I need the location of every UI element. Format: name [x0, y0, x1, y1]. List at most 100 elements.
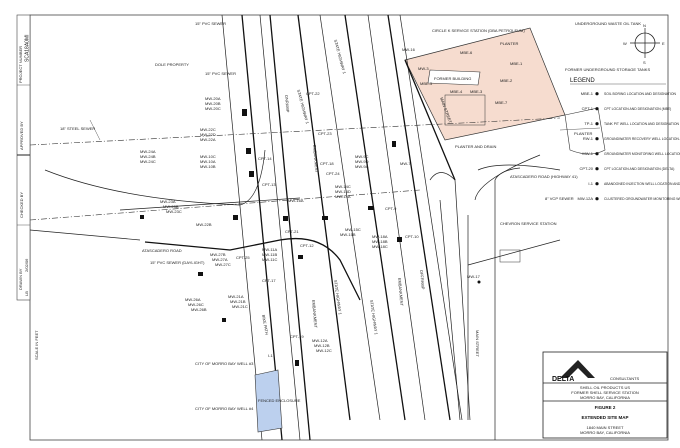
cpt-label: CPT-24 [326, 171, 340, 176]
project-number-label: PROJECT NUMBER [18, 46, 23, 83]
chevron-building [499, 249, 521, 263]
well-label: MW-10A [200, 159, 216, 164]
well-label: MW-20B [205, 101, 221, 106]
well-label: MW-21B [230, 299, 246, 304]
well-label: MW-23A [160, 199, 176, 204]
legend-description: ABANDONED INJECTION WELL LOCATION AND DE… [604, 182, 680, 186]
cpt-label: CPT-13 [262, 182, 276, 187]
road-centerline-lower [29, 189, 421, 221]
legend-description: CPT LOCATION AND DESIGNATION (MBE) [604, 107, 671, 111]
well-label: MW-22A [200, 137, 216, 142]
well-label: MW-22B [196, 222, 212, 227]
well-label: MW-14D [335, 189, 351, 194]
well-label: MW-12C [316, 348, 332, 353]
well-label: MW-16 [402, 47, 416, 52]
steel-sewer-label: 18" STEEL SEWER [60, 126, 95, 131]
legend-title: LEGEND [570, 78, 595, 84]
pvc-sewer-mid-label: 15" PVC SEWER [205, 71, 236, 76]
cpt-label: CPT-17 [262, 278, 276, 283]
fenced-enclosure [254, 369, 283, 433]
compass-e: E [662, 41, 665, 46]
scale-label: SCALE IN FEET [34, 330, 39, 360]
legend-description: TANK PIT WELL LOCATION AND DESIGNATION [604, 122, 680, 126]
boring-label: MBE-5 [420, 81, 433, 86]
legend-symbol-icon [595, 92, 599, 96]
legend-symbol-icon [595, 122, 599, 126]
former-building-label: FORMER BUILDING [434, 76, 471, 81]
legend-description: CLUSTERED GROUNDWATER MONITORING WELL TO… [604, 197, 680, 201]
company-name: DELTA [552, 376, 574, 383]
cpt-label: CPT-9 [385, 206, 397, 211]
well-labels: MW-20A MW-20B MW-20C MW-22C MW-22D MW-22… [140, 47, 523, 366]
approved-by-label: APPROVED BY [19, 121, 24, 150]
well-label: MW-9A [355, 164, 369, 169]
well-label: MW-18B [372, 239, 388, 244]
vcp-sewer-label: 8" VCP SEWER [545, 196, 574, 201]
well-marker [298, 255, 303, 259]
daylight-sewer-label: 15" PVC SEWER (DAYLIGHT) [150, 260, 205, 265]
planter-drain-label: PLANTER AND DRAIN [455, 144, 496, 149]
well-marker [477, 280, 481, 284]
former-usts-label: FORMER UNDERGROUND STORAGE TANKS [565, 67, 650, 72]
well-marker [233, 215, 238, 220]
well-marker [246, 148, 251, 154]
figure-number: FIGURE 2 [595, 405, 616, 410]
cpt-label: CPT-10 [405, 234, 419, 239]
well-label: MW-12A [312, 338, 328, 343]
cpt-label: CPT-23 [318, 131, 332, 136]
bike-path-label: BIKE PATH [261, 314, 269, 335]
embankment-label: EMBANKMENT [397, 278, 404, 307]
well-marker [222, 318, 226, 322]
title-block: DELTA CONSULTANTS SHELL OIL PRODUCTS US … [542, 351, 668, 439]
legend-symbol-icon [595, 167, 599, 171]
well-marker [295, 360, 299, 366]
pvc-sewer-top-label: 15" PVC SEWER [195, 21, 226, 26]
well-label: MW-27C [215, 262, 231, 267]
address-line: MORRO BAY, CALIFORNIA [580, 430, 630, 435]
cpt-label: CPT-14 [258, 156, 272, 161]
atascadero-road-label: ATASCADERO ROAD [142, 248, 182, 253]
well-marker [249, 171, 254, 177]
well-label: MW-11B [262, 252, 278, 257]
drawn-by-label: DRAWN BY [18, 268, 23, 290]
client-line: SHELL OIL PRODUCTS US [580, 385, 630, 390]
main-street-bottom-label: MAIN STREET [475, 330, 480, 357]
checked-by-label: CHECKED BY [19, 192, 24, 218]
legend-symbol-label: CPT-1 [582, 106, 594, 111]
well-marker [368, 206, 374, 210]
well-label: MW-3 [418, 66, 429, 71]
state-highway-label: STATE HIGHWAY 1 [369, 299, 379, 335]
cpt-label: CPT-19 [290, 334, 304, 339]
well-label: MW-21A [228, 294, 244, 299]
project-number: SCA18A0MI [25, 34, 31, 62]
well-label: MW-11C [262, 257, 278, 262]
well-label: MW-15C [345, 227, 361, 232]
well-marker [397, 237, 402, 242]
fenced-enclosure-label: FENCED ENCLOSURE [258, 398, 301, 403]
client-line: MORRO BAY, CALIFORNIA [580, 395, 630, 400]
legend-symbol-label: CPT-20 [579, 166, 593, 171]
dole-property-label: DOLE PROPERTY [155, 62, 189, 67]
figure-title: EXTENDED SITE MAP [581, 415, 628, 420]
well-label: MW-14C [335, 184, 351, 189]
legend-symbol-icon [595, 197, 599, 201]
onramp-label: ONRAMP [284, 95, 291, 113]
well-marker [140, 215, 144, 219]
atascadero-highway-label: ATASCADERO ROAD (HIGHWAY 41) [510, 174, 578, 179]
well-label: MW-9C [355, 154, 369, 159]
state-highway-label: STATE HIGHWAY 1 [333, 279, 343, 315]
boring-label: MBE-1 [510, 61, 523, 66]
well-marker [198, 272, 203, 276]
waste-oil-tank-label: UNDERGROUND WASTE OIL TANK [575, 21, 641, 26]
drawn-initials: LB [24, 291, 29, 296]
well-label: MW-26B [191, 307, 207, 312]
company-sub: CONSULTANTS [610, 376, 640, 381]
legend-symbol-label: TP-1 [584, 121, 593, 126]
address-line: 1840 MAIN STREET [587, 425, 624, 430]
well-label: MW-21C [232, 304, 248, 309]
well-label: I-1 [268, 353, 273, 358]
legend-symbol-icon [595, 182, 599, 186]
city-well-3-label: CITY OF MORRO BAY WELL #3 [195, 361, 254, 366]
well-label: MW-22C [200, 127, 216, 132]
compass-s: S [643, 60, 646, 65]
